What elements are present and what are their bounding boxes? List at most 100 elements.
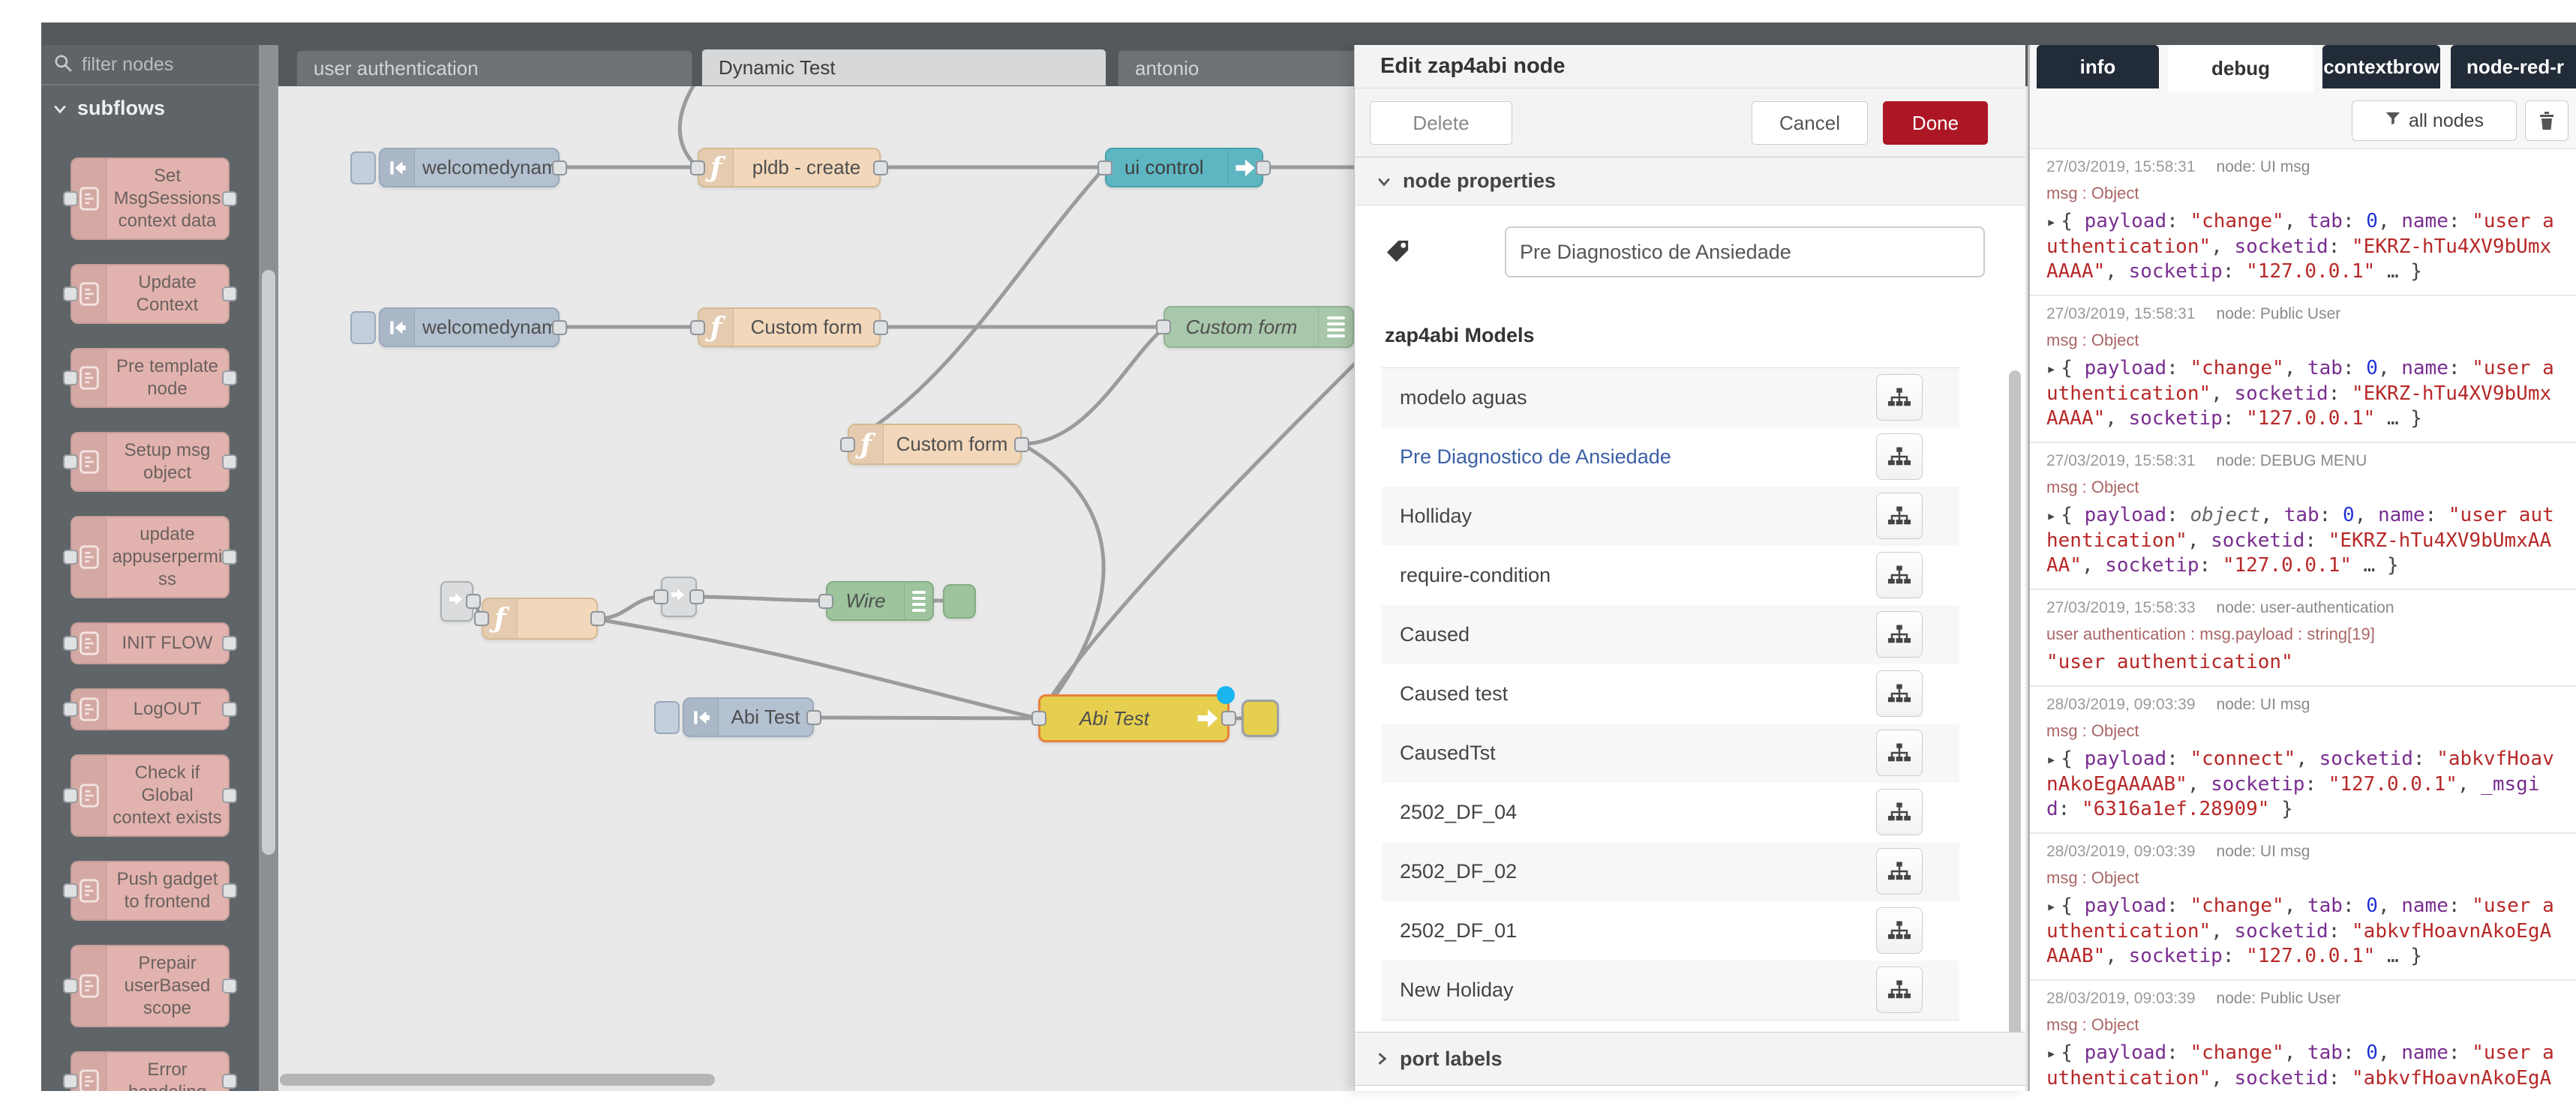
port[interactable]: [466, 594, 481, 609]
palette-node[interactable]: Setup msg object: [63, 432, 237, 492]
inject-button[interactable]: [350, 151, 376, 184]
port[interactable]: [690, 319, 705, 335]
node-subflow-wire[interactable]: Wire: [818, 581, 934, 621]
model-row[interactable]: 2502_DF_04: [1382, 783, 1959, 842]
filter-all-nodes-button[interactable]: all nodes: [2352, 100, 2517, 141]
node-inject-welcomedynamic-1[interactable]: welcomedynamic test: [350, 148, 567, 187]
expand-arrow-icon[interactable]: ▸: [2046, 360, 2057, 379]
expand-arrow-icon[interactable]: ▸: [2046, 213, 2057, 232]
model-row[interactable]: Caused test: [1382, 664, 1959, 724]
model-row[interactable]: 2502_DF_02: [1382, 842, 1959, 901]
trash-icon[interactable]: [2525, 100, 2568, 141]
inject-button[interactable]: [350, 310, 376, 344]
sitemap-icon-button[interactable]: [1876, 789, 1923, 835]
model-row[interactable]: modelo aguas: [1382, 368, 1959, 427]
node-zap4abi-abi-test-selected[interactable]: Abi Test: [1031, 686, 1236, 742]
sitemap-icon-button[interactable]: [1876, 967, 1923, 1013]
flow-tab-dynamic-test[interactable]: Dynamic Test: [701, 49, 1106, 86]
port[interactable]: [873, 319, 888, 335]
node-ui-control[interactable]: ui control: [1097, 148, 1271, 187]
search-input[interactable]: [82, 53, 232, 76]
node-link-1[interactable]: [440, 581, 481, 622]
node-function-custom-form-2[interactable]: ƒ Custom form: [840, 424, 1029, 465]
port[interactable]: [806, 709, 821, 725]
port[interactable]: [689, 589, 704, 604]
palette-node[interactable]: Error handeling: [63, 1051, 237, 1091]
palette-category-subflows[interactable]: subflows: [41, 85, 259, 130]
palette-node[interactable]: INIT FLOW: [63, 622, 237, 664]
debug-payload[interactable]: ▸{ payload: "change", tab: 0, name: "use…: [2046, 210, 2554, 283]
palette-scrollbar-thumb[interactable]: [262, 270, 275, 855]
sitemap-icon-button[interactable]: [1876, 374, 1923, 421]
port[interactable]: [552, 319, 567, 335]
expand-arrow-icon[interactable]: ▸: [2046, 507, 2057, 526]
node-link-2[interactable]: [653, 577, 704, 617]
debug-payload[interactable]: ▸{ payload: object, tab: 0, name: "user …: [2046, 504, 2554, 577]
node-function-unnamed[interactable]: ƒ: [474, 598, 605, 640]
palette-search[interactable]: [41, 45, 259, 85]
palette-node[interactable]: Update Context: [63, 264, 237, 324]
port[interactable]: [1156, 319, 1171, 334]
palette-node[interactable]: Pre template node: [63, 348, 237, 408]
cancel-button[interactable]: Cancel: [1752, 101, 1868, 145]
palette-node[interactable]: Check if Global context exists: [63, 754, 237, 837]
port[interactable]: [653, 589, 668, 604]
sidebar-tab-node-red-r[interactable]: node-red-r: [2451, 45, 2576, 88]
debug-payload[interactable]: "user authentication": [2046, 651, 2293, 673]
palette-node[interactable]: update appuserpermiss: [63, 516, 237, 598]
inject-button[interactable]: [654, 700, 680, 734]
expand-arrow-icon[interactable]: ▸: [2046, 1045, 2057, 1063]
model-row[interactable]: New Holiday: [1382, 961, 1959, 1020]
done-button[interactable]: Done: [1883, 101, 1988, 145]
port[interactable]: [1221, 711, 1236, 726]
sitemap-icon-button[interactable]: [1876, 552, 1923, 598]
expand-arrow-icon[interactable]: ▸: [2046, 898, 2057, 916]
port[interactable]: [818, 593, 833, 609]
node-inject-abi-test[interactable]: Abi Test: [654, 697, 821, 737]
model-row[interactable]: Holliday: [1382, 487, 1959, 546]
node-inject-welcomedynamic-2[interactable]: welcomedynamic test: [350, 307, 567, 347]
section-port-labels[interactable]: port labels: [1355, 1032, 2025, 1086]
port[interactable]: [1031, 711, 1046, 726]
expand-arrow-icon[interactable]: ▸: [2046, 751, 2057, 769]
sitemap-icon-button[interactable]: [1876, 730, 1923, 776]
debug-payload[interactable]: ▸{ payload: "change", tab: 0, name: "use…: [2046, 895, 2554, 967]
delete-button[interactable]: Delete: [1370, 101, 1512, 145]
port[interactable]: [690, 160, 705, 175]
port[interactable]: [590, 611, 605, 626]
model-row[interactable]: require-condition: [1382, 546, 1959, 605]
canvas-horizontal-scrollbar[interactable]: [280, 1074, 715, 1086]
node-function-pldb-create[interactable]: ƒ pldb - create: [690, 148, 888, 187]
palette-node[interactable]: LogOUT: [63, 688, 237, 730]
sitemap-icon-button[interactable]: [1876, 907, 1923, 954]
port[interactable]: [1097, 160, 1112, 175]
debug-payload[interactable]: ▸{ payload: "connect", socketid: "abkvfH…: [2046, 748, 2554, 820]
sitemap-icon-button[interactable]: [1876, 433, 1923, 480]
model-row[interactable]: 2502_DF_01: [1382, 901, 1959, 961]
sitemap-icon-button[interactable]: [1876, 493, 1923, 539]
sitemap-icon-button[interactable]: [1876, 848, 1923, 895]
model-row[interactable]: CausedTst: [1382, 724, 1959, 783]
sidebar-tab-debug[interactable]: debug: [2168, 45, 2313, 91]
sidebar-tab-contextbrow[interactable]: contextbrow: [2322, 45, 2440, 88]
node-name-input[interactable]: [1505, 226, 1985, 277]
debug-payload[interactable]: ▸{ payload: "change", tab: 0, name: "use…: [2046, 1042, 2554, 1090]
port[interactable]: [1256, 160, 1271, 175]
model-row[interactable]: Pre Diagnostico de Ansiedade: [1382, 427, 1959, 487]
palette-node[interactable]: Prepair userBased scope: [63, 945, 237, 1027]
node-function-custom-form-1[interactable]: ƒ Custom form: [690, 307, 888, 347]
sidebar-tab-info[interactable]: info: [2037, 45, 2159, 88]
node-green-square[interactable]: [943, 584, 976, 619]
flow-tab-antonio[interactable]: antonio: [1118, 50, 1365, 86]
node-subflow-custom-form-green[interactable]: Custom form: [1156, 306, 1354, 348]
port[interactable]: [474, 611, 489, 626]
port[interactable]: [873, 160, 888, 175]
sitemap-icon-button[interactable]: [1876, 611, 1923, 658]
port[interactable]: [552, 160, 567, 175]
model-row[interactable]: Caused: [1382, 605, 1959, 664]
palette-node[interactable]: Set MsgSessions context data: [63, 157, 237, 240]
flow-tab-user-authentication[interactable]: user authentication: [296, 50, 692, 86]
node-yellow-square[interactable]: [1241, 700, 1279, 737]
sitemap-icon-button[interactable]: [1876, 670, 1923, 717]
palette-node[interactable]: Push gadget to frontend: [63, 861, 237, 921]
